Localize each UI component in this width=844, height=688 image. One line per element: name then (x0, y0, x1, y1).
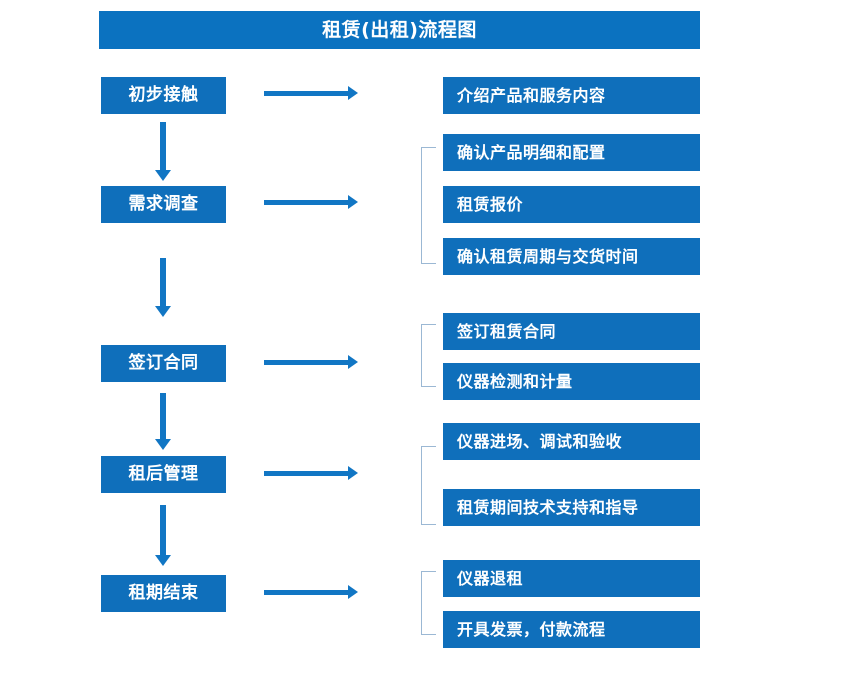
stage-label-5: 租期结束 (128, 583, 199, 603)
arrow-head-icon (348, 585, 358, 599)
arrow-shaft (264, 590, 348, 595)
detail-label-2-2: 租赁报价 (457, 194, 524, 214)
stage-box-1[interactable]: 初步接触 (101, 77, 226, 114)
detail-label-1-1: 介绍产品和服务内容 (457, 85, 606, 105)
detail-box-5-2[interactable]: 开具发票，付款流程 (443, 611, 700, 648)
stage-label-3: 签订合同 (128, 353, 199, 373)
group-bracket-4 (421, 446, 436, 525)
detail-label-5-2: 开具发票，付款流程 (457, 619, 606, 639)
arrow-stage-2-to-stage-3 (155, 258, 171, 318)
chart-title-bar: 租赁(出租)流程图 (99, 11, 700, 49)
arrow-stage-5-to-details (264, 585, 358, 599)
arrow-head-icon (348, 195, 358, 209)
arrow-stage-2-to-details (264, 195, 358, 209)
arrow-shaft (264, 360, 348, 365)
detail-label-3-1: 签订租赁合同 (457, 321, 557, 341)
detail-label-4-2: 租赁期间技术支持和指导 (457, 497, 639, 517)
stage-box-2[interactable]: 需求调查 (101, 186, 226, 223)
page-title: 租赁(出租)流程图 (322, 18, 477, 41)
detail-label-4-1: 仪器进场、调试和验收 (457, 431, 623, 451)
stage-box-3[interactable]: 签订合同 (101, 345, 226, 382)
detail-box-5-1[interactable]: 仪器退租 (443, 560, 700, 597)
detail-box-4-2[interactable]: 租赁期间技术支持和指导 (443, 489, 700, 526)
detail-box-1-1[interactable]: 介绍产品和服务内容 (443, 77, 700, 114)
detail-box-3-1[interactable]: 签订租赁合同 (443, 313, 700, 350)
stage-label-2: 需求调查 (128, 194, 199, 214)
detail-box-4-1[interactable]: 仪器进场、调试和验收 (443, 423, 700, 460)
group-bracket-2 (421, 147, 436, 264)
group-bracket-5 (421, 571, 436, 635)
stage-box-4[interactable]: 租后管理 (101, 456, 226, 493)
arrow-shaft (160, 122, 166, 170)
detail-box-2-1[interactable]: 确认产品明细和配置 (443, 134, 700, 171)
arrow-stage-1-to-stage-2 (155, 122, 171, 182)
arrow-shaft (264, 200, 348, 205)
detail-box-2-3[interactable]: 确认租赁周期与交货时间 (443, 238, 700, 275)
arrow-stage-3-to-stage-4 (155, 393, 171, 451)
arrow-head-icon (348, 86, 358, 100)
stage-label-1: 初步接触 (128, 85, 199, 105)
arrow-shaft (264, 471, 348, 476)
arrow-head-icon (155, 306, 171, 317)
arrow-head-icon (155, 170, 171, 181)
arrow-stage-1-to-details (264, 86, 358, 100)
arrow-head-icon (155, 439, 171, 450)
arrow-stage-4-to-details (264, 466, 358, 480)
arrow-head-icon (348, 355, 358, 369)
arrow-shaft (160, 258, 166, 306)
detail-label-2-3: 确认租赁周期与交货时间 (457, 246, 639, 266)
detail-box-3-2[interactable]: 仪器检测和计量 (443, 363, 700, 400)
arrow-shaft (160, 393, 166, 439)
arrow-head-icon (155, 555, 171, 566)
detail-box-2-2[interactable]: 租赁报价 (443, 186, 700, 223)
detail-label-3-2: 仪器检测和计量 (457, 371, 573, 391)
arrow-shaft (264, 91, 348, 96)
arrow-stage-3-to-details (264, 355, 358, 369)
arrow-shaft (160, 505, 166, 555)
group-bracket-3 (421, 324, 436, 387)
detail-label-5-1: 仪器退租 (457, 568, 524, 588)
stage-label-4: 租后管理 (128, 464, 199, 484)
arrow-stage-4-to-stage-5 (155, 505, 171, 567)
arrow-head-icon (348, 466, 358, 480)
stage-box-5[interactable]: 租期结束 (101, 575, 226, 612)
detail-label-2-1: 确认产品明细和配置 (457, 142, 606, 162)
